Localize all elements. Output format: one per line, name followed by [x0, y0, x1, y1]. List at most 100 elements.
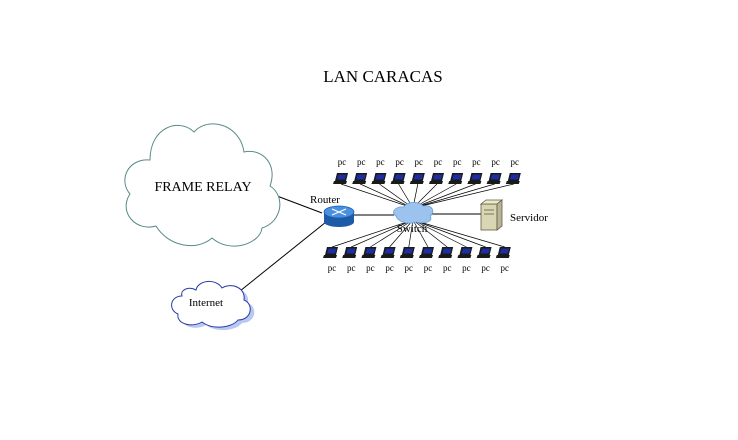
laptop-base: [448, 181, 463, 184]
laptop-icon: [371, 173, 387, 184]
connection-lines: [234, 195, 481, 296]
pc-label: pc: [424, 263, 433, 273]
laptop-icon: [448, 173, 464, 184]
pc-link: [412, 219, 505, 248]
pc-label: pc: [405, 263, 414, 273]
internet-label: Internet: [189, 297, 223, 309]
laptop-icon: [476, 247, 492, 258]
laptop-base: [380, 255, 395, 258]
switch-shape: [393, 201, 434, 224]
link-internet-router: [234, 221, 327, 296]
switch-icon: Switch: [393, 201, 434, 235]
pc-label: pc: [366, 263, 375, 273]
laptop-icon: [380, 247, 396, 258]
laptop-base: [429, 181, 443, 184]
laptop-base: [333, 181, 347, 184]
frame-relay-label: FRAME RELAY: [154, 180, 251, 195]
pc-link: [412, 219, 467, 248]
pc-link: [351, 219, 414, 248]
router-label: Router: [310, 194, 340, 206]
frame-relay-cloud: FRAME RELAY: [124, 123, 281, 247]
laptop-icon: [361, 247, 377, 258]
laptop-icon: [495, 247, 511, 258]
laptop-base: [361, 255, 376, 258]
pc-label: pc: [501, 263, 510, 273]
laptop-icon: [399, 247, 415, 258]
switch-label: Switch: [397, 223, 428, 235]
router-icon: Router: [310, 194, 355, 227]
pc-link: [412, 183, 476, 209]
laptop-screen: [403, 248, 414, 254]
pc-link: [360, 183, 414, 209]
link-framerelay-router: [276, 195, 323, 214]
laptop-screen: [346, 248, 356, 254]
laptop-base: [419, 255, 433, 258]
server-icon: Servidor: [479, 199, 548, 231]
laptop-screen: [499, 248, 510, 254]
laptop-screen: [490, 174, 501, 180]
laptop-screen: [471, 174, 481, 180]
laptop-screen: [452, 174, 462, 180]
router-base: [324, 217, 354, 227]
laptop-screen: [442, 248, 452, 254]
laptop-screen: [480, 248, 491, 254]
server-label: Servidor: [510, 212, 548, 224]
server-side: [496, 199, 503, 231]
laptop-icon: [486, 173, 502, 184]
pc-link: [389, 219, 414, 248]
laptop-icon: [467, 173, 483, 184]
laptop-icon: [342, 247, 358, 258]
laptop-icon: [352, 173, 368, 184]
internet-cloud: Internet: [171, 281, 255, 331]
pc-label: pc: [472, 157, 481, 167]
laptop-screen: [375, 174, 385, 180]
pc-label: pc: [338, 157, 347, 167]
pc-label: pc: [462, 263, 471, 273]
pc-label: pc: [376, 157, 385, 167]
laptop-screen: [394, 174, 405, 180]
pc-link: [408, 219, 414, 248]
laptop-base: [467, 181, 482, 184]
laptop-base: [371, 181, 386, 184]
laptop-base: [486, 181, 501, 184]
pc-link: [412, 183, 495, 209]
laptop-screen: [433, 174, 443, 180]
laptop-screen: [365, 248, 375, 254]
laptop-icon: [429, 173, 444, 184]
laptop-base: [390, 181, 405, 184]
laptop-base: [409, 181, 424, 184]
laptop-screen: [384, 248, 395, 254]
internet-cloud-shape: [171, 281, 251, 328]
pc-link-lines: [331, 183, 514, 248]
laptop-icon: [438, 247, 454, 258]
pc-label: pc: [357, 157, 366, 167]
laptop-base: [323, 255, 337, 258]
pc-link: [412, 219, 429, 248]
pc-label: pc: [491, 157, 500, 167]
laptop-icon: [505, 173, 521, 184]
laptop-base: [495, 255, 510, 258]
laptop-icon: [390, 173, 406, 184]
pc-label: pc: [453, 157, 462, 167]
pc-label: pc: [415, 157, 424, 167]
laptop-base: [457, 255, 472, 258]
laptop-base: [399, 255, 414, 258]
laptop-icon: [457, 247, 473, 258]
laptop-base: [476, 255, 491, 258]
laptop-base: [342, 255, 357, 258]
pc-label: pc: [347, 263, 356, 273]
pc-label: pc: [328, 263, 337, 273]
laptop-base: [505, 181, 520, 184]
laptop-icon: [419, 247, 434, 258]
laptop-base: [352, 181, 367, 184]
laptop-screen: [461, 248, 471, 254]
cloud-shape: [124, 123, 281, 247]
laptop-screen: [327, 248, 337, 254]
server-front: [480, 203, 498, 231]
pc-label: pc: [385, 263, 394, 273]
laptop-screen: [356, 174, 366, 180]
pc-label: pc: [511, 157, 520, 167]
laptop-icon: [333, 173, 348, 184]
